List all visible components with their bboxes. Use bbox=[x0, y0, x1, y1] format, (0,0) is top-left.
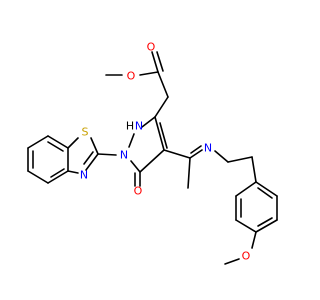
imine-group bbox=[163, 145, 257, 189]
pyrazole-h-atom: H bbox=[126, 120, 134, 133]
methoxyphenyl-ring bbox=[224, 181, 278, 265]
carbonyl-oxygen-atom: O bbox=[147, 41, 156, 54]
imine-nitrogen-atom: N bbox=[204, 142, 212, 155]
molecule-structure: S N N N H O N O O O bbox=[27, 41, 278, 265]
ketone-oxygen-atom: O bbox=[134, 185, 143, 198]
methyl-acetate-chain bbox=[105, 51, 169, 118]
bond-bt-pyrazole bbox=[97, 153, 117, 156]
ketone-group bbox=[134, 171, 141, 187]
pyrazole-n1-atom: N bbox=[120, 149, 128, 162]
sulfur-atom: S bbox=[82, 126, 89, 139]
ester-oxygen-atom: O bbox=[127, 70, 136, 83]
benzothiazole-thiazole-ring bbox=[67, 137, 99, 174]
methoxy-oxygen-atom: O bbox=[242, 250, 251, 263]
pyrazole-nh-atom: N bbox=[135, 120, 143, 133]
benzothiazole-benzene-ring bbox=[27, 135, 69, 184]
thiazole-nitrogen-atom: N bbox=[80, 169, 88, 182]
pyrazole-ring bbox=[128, 116, 168, 173]
molecule-canvas: S N N N H O N O O O bbox=[27, 41, 278, 265]
